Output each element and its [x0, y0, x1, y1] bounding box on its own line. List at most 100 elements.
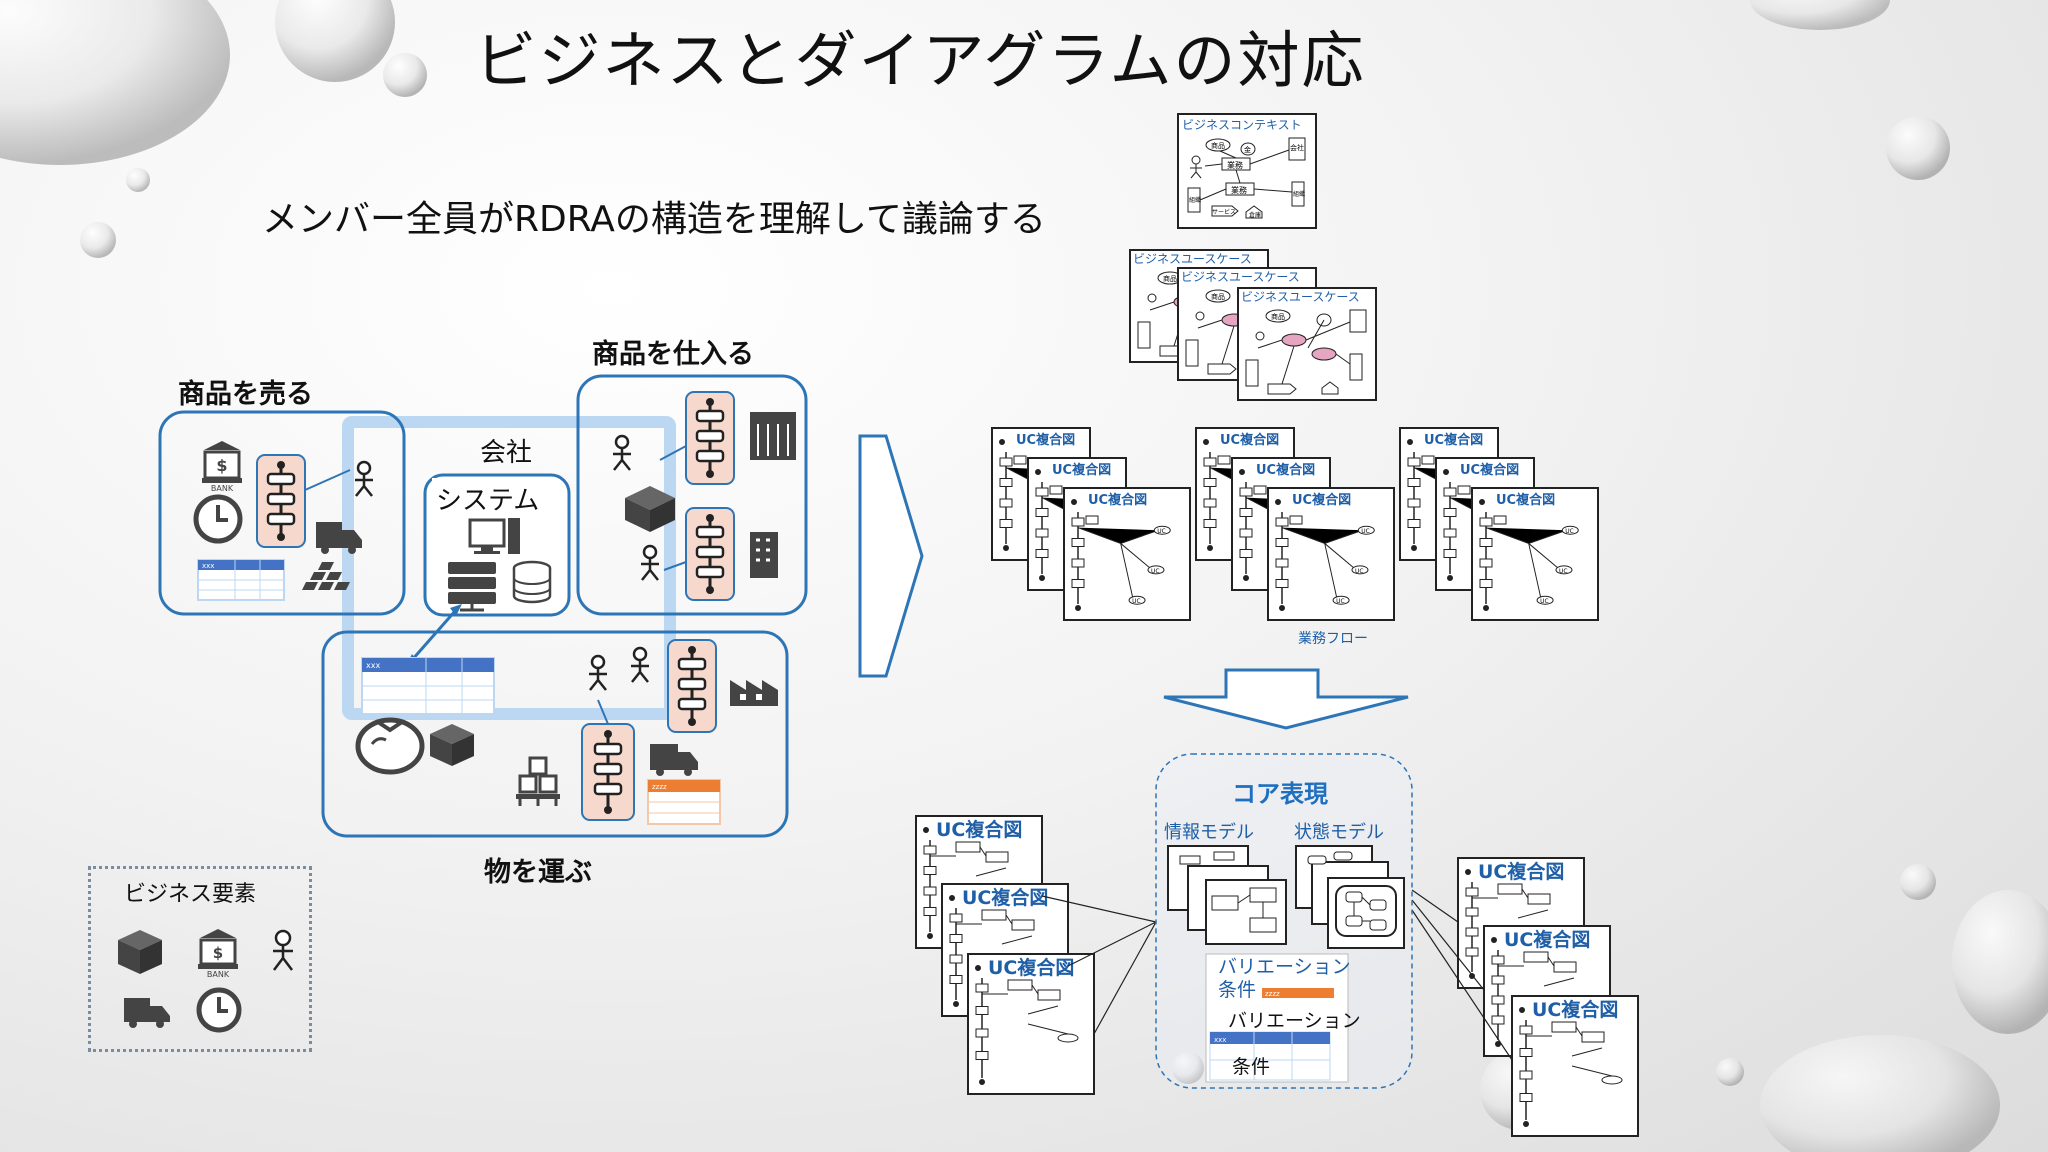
svg-text:UC複合図: UC複合図	[1460, 462, 1519, 478]
svg-text:UC複合図: UC複合図	[1292, 492, 1351, 508]
uc-composite-stack: UC複合図UCUCUCUC複合図UCUCUCUC複合図UCUCUC	[991, 427, 1191, 621]
factory-icon	[730, 680, 778, 706]
slide-title: ビジネスとダイアグラムの対応	[474, 24, 1366, 97]
uc-composite-stack: UC複合図UCUCUCUC複合図UCUCUCUC複合図UCUCUC	[1195, 427, 1395, 621]
actor-icon	[631, 646, 649, 683]
sell-group-box	[158, 410, 406, 616]
svg-text:金: 金	[1244, 145, 1251, 154]
svg-text:商品: 商品	[1163, 274, 1177, 283]
svg-text:商品: 商品	[1211, 292, 1225, 301]
truck-icon	[650, 744, 698, 776]
bank-label: BANK	[211, 484, 234, 493]
water-drop	[1750, 0, 1890, 30]
business-flow-icon	[659, 391, 735, 485]
svg-text:zzzz: zzzz	[652, 783, 667, 791]
svg-text:ビジネスコンテキスト: ビジネスコンテキスト	[1182, 118, 1302, 132]
svg-text:業務: 業務	[1227, 160, 1243, 170]
svg-text:UC複合図: UC複合図	[1256, 462, 1315, 478]
svg-text:UC: UC	[1559, 568, 1568, 575]
variation-label: バリエーション	[1228, 1010, 1361, 1032]
svg-text:商品: 商品	[1211, 141, 1225, 150]
svg-text:UC複合図: UC複合図	[1220, 432, 1279, 448]
table-icon: xxx	[197, 559, 285, 601]
svg-text:UC: UC	[1157, 528, 1166, 535]
info-model-label: 情報モデル	[1164, 822, 1254, 843]
variation-condition-card: zzzz xxx	[1205, 953, 1349, 1083]
svg-text:$: $	[216, 456, 227, 475]
svg-text:UC複合図: UC複合図	[1424, 432, 1483, 448]
svg-text:UC複合図: UC複合図	[1496, 492, 1555, 508]
table-icon: zzzz	[647, 779, 721, 825]
svg-text:xxx: xxx	[366, 661, 380, 670]
water-drop	[1900, 864, 1936, 900]
svg-text:UC: UC	[1151, 568, 1160, 575]
info-model-stack	[1167, 845, 1287, 945]
purchase-group-box	[576, 374, 808, 616]
svg-text:ビジネスユースケース: ビジネスユースケース	[1181, 270, 1300, 284]
company-label: 会社	[480, 438, 533, 468]
business-flow-icon	[663, 507, 735, 601]
business-elements-legend	[88, 866, 312, 1052]
package-icon	[625, 486, 675, 532]
slide-subtitle: メンバー全員がRDRAの構造を理解して議論する	[262, 199, 1046, 240]
svg-text:UC複合図: UC複合図	[1504, 928, 1590, 951]
clock-icon	[196, 987, 242, 1033]
uc-composite-diagram: UC複合図	[967, 953, 1095, 1095]
svg-text:商品: 商品	[1271, 312, 1285, 321]
water-drop	[275, 0, 395, 82]
legend-bank-label: BANK	[207, 970, 230, 979]
carry-group-box	[321, 630, 789, 838]
actor-icon	[641, 544, 659, 581]
truck-icon	[316, 522, 362, 554]
uc-composite-stack-right: UC複合図 UC複合図 UC複合図	[1457, 857, 1639, 1137]
svg-text:UC複合図: UC複合図	[1532, 998, 1618, 1021]
legend-title: ビジネス要素	[124, 882, 257, 907]
condition-label: 条件	[1232, 1056, 1271, 1078]
svg-text:ビジネスユースケース: ビジネスユースケース	[1241, 290, 1360, 304]
down-arrow	[1163, 668, 1409, 730]
uc-composite-stack: UC複合図UCUCUCUC複合図UCUCUCUC複合図UCUCUC	[1399, 427, 1599, 621]
water-drop	[1952, 890, 2048, 1034]
server-database-icon	[448, 560, 552, 612]
water-drop	[1172, 1052, 1204, 1084]
truck-icon	[124, 998, 170, 1028]
water-drop	[80, 222, 116, 258]
svg-text:UC: UC	[1355, 568, 1364, 575]
svg-text:UC複合図: UC複合図	[936, 818, 1022, 841]
svg-text:xxx: xxx	[202, 562, 214, 570]
svg-text:zzzz: zzzz	[1265, 990, 1280, 998]
core-representation-title: コア表現	[1232, 780, 1328, 808]
computer-icon	[468, 518, 520, 554]
actor-icon	[273, 929, 293, 971]
system-label-bg	[432, 478, 552, 514]
clock-icon	[193, 494, 243, 544]
svg-text:UC複合図: UC複合図	[1088, 492, 1147, 508]
state-model-label: 状態モデル	[1294, 822, 1384, 843]
package-icon	[430, 724, 474, 766]
svg-text:業務: 業務	[1231, 185, 1247, 195]
svg-text:xxx: xxx	[1214, 1036, 1226, 1044]
svg-text:$: $	[213, 944, 223, 962]
water-drop	[1886, 116, 1950, 180]
variation-condition-label: バリエーション 条件	[1218, 956, 1351, 1001]
carry-group-label: 物を運ぶ	[484, 857, 592, 888]
water-drop	[1716, 1058, 1744, 1086]
svg-text:UC複合図: UC複合図	[1478, 860, 1564, 883]
svg-text:UC複合図: UC複合図	[1016, 432, 1075, 448]
svg-text:組織: 組織	[1189, 196, 1201, 204]
purchase-group-label: 商品を仕入る	[592, 339, 754, 370]
svg-text:UC: UC	[1336, 598, 1345, 605]
business-flow-caption: 業務フロー	[1298, 631, 1368, 647]
business-context-diagram: ビジネスコンテキスト 商品 金 会社 業務 業務 組織 組織 サービス 倉庫	[1177, 113, 1317, 229]
uc-diagram-groups: UC複合図UCUCUCUC複合図UCUCUCUC複合図UCUCUCUC複合図UC…	[915, 427, 1639, 1137]
warehouse-icon	[750, 412, 796, 460]
water-drop	[126, 168, 150, 192]
package-icon	[118, 930, 162, 974]
business-map: $ BANK xxx	[158, 374, 808, 838]
pallet-boxes-icon	[516, 756, 560, 806]
svg-text:倉庫: 倉庫	[1249, 211, 1261, 219]
